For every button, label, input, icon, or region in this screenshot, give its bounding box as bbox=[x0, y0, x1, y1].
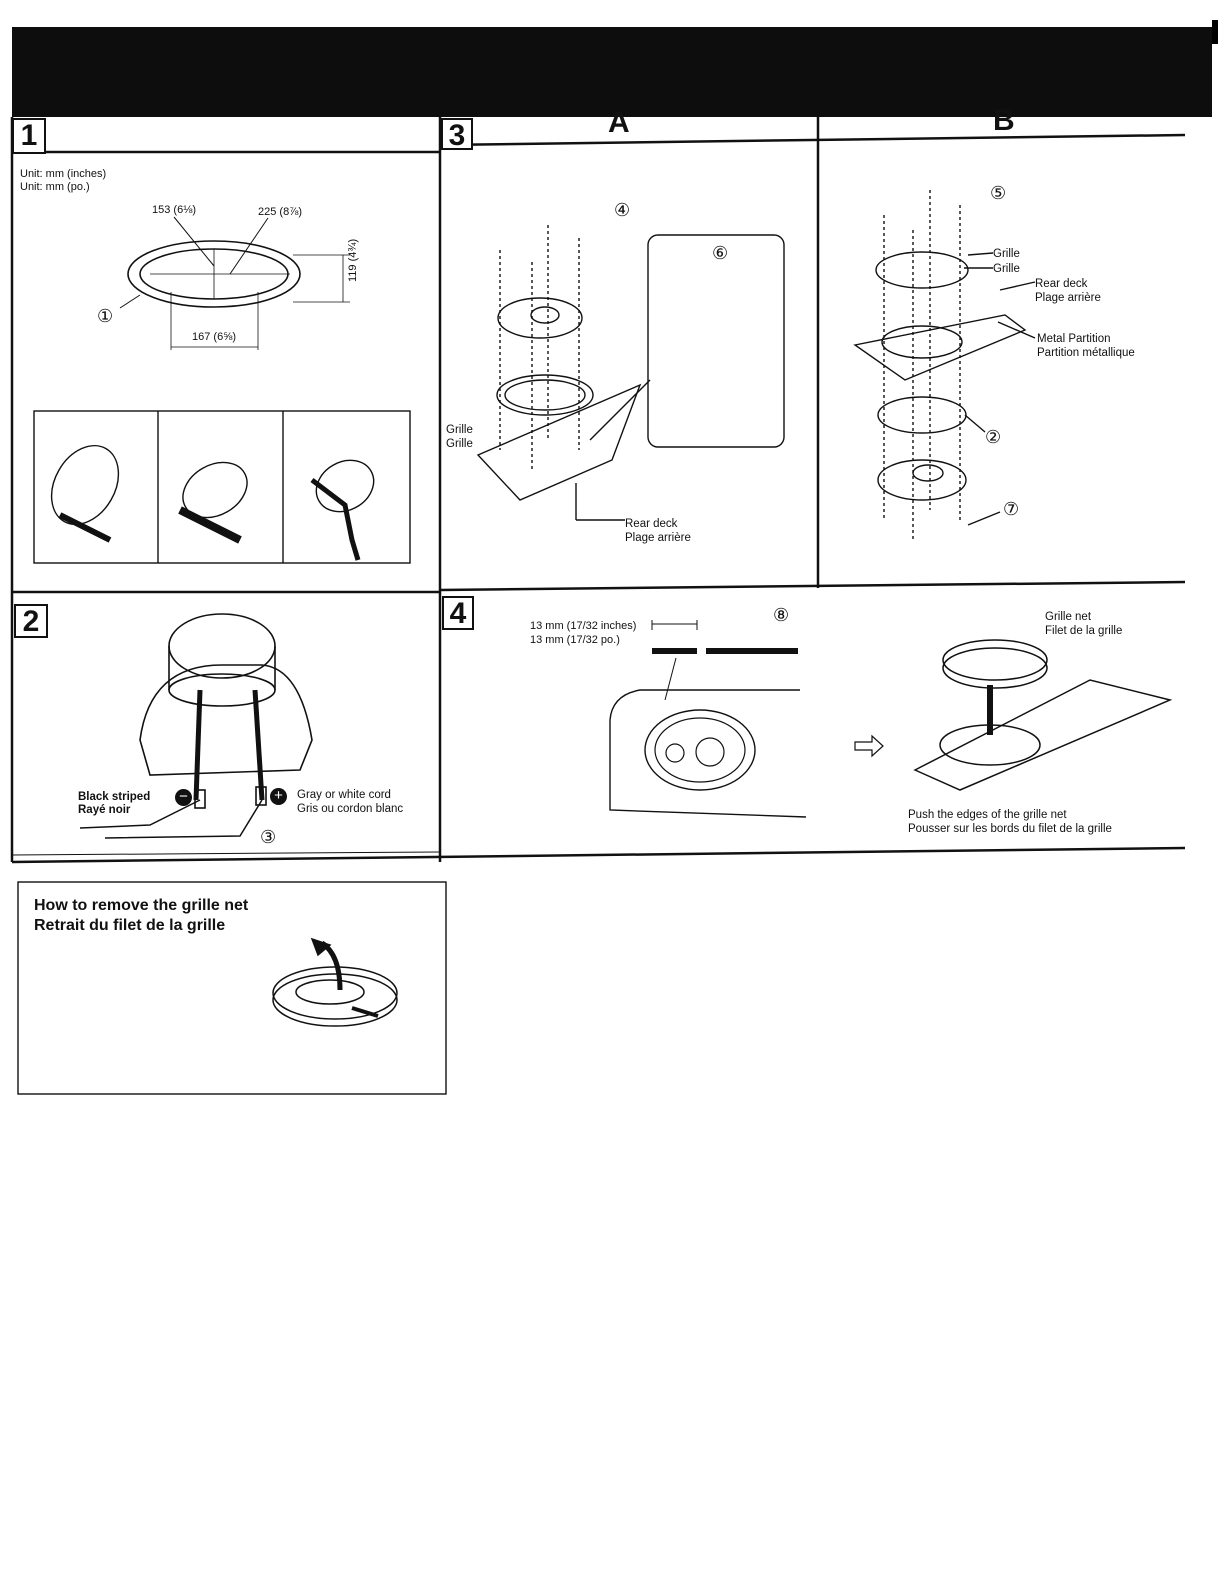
gray-cord-label-en: Gray or white cord bbox=[297, 789, 391, 801]
grille-label-b-fr: Grille bbox=[993, 263, 1020, 275]
callout-5: ⑤ bbox=[990, 183, 1007, 203]
section-1-number: 1 bbox=[12, 118, 46, 154]
callout-7: ⑦ bbox=[1003, 499, 1020, 519]
column-b-label: B bbox=[993, 104, 1015, 137]
grille-net-label-en: Grille net bbox=[1045, 611, 1092, 623]
black-striped-label-fr: Rayé noir bbox=[78, 804, 131, 816]
unit-label-en: Unit: mm (inches) bbox=[20, 168, 107, 180]
plus-terminal-icon: + bbox=[270, 788, 287, 805]
page-marker bbox=[1212, 20, 1218, 44]
rear-deck-label-b-fr: Plage arrière bbox=[1035, 292, 1101, 304]
grille-label-a-fr: Grille bbox=[446, 438, 473, 450]
mounting-steps bbox=[33, 410, 411, 564]
rear-deck-label-a-fr: Plage arrière bbox=[625, 532, 691, 544]
dimension-225: 225 (8⅞) bbox=[258, 206, 303, 218]
unit-label-fr: Unit: mm (po.) bbox=[20, 181, 90, 193]
rear-deck-label-b-en: Rear deck bbox=[1035, 278, 1088, 290]
rear-deck-label-a-en: Rear deck bbox=[625, 518, 678, 530]
grille-net-label-fr: Filet de la grille bbox=[1045, 625, 1123, 637]
metal-partition-label-en: Metal Partition bbox=[1037, 333, 1111, 345]
dimension-119: 119 (4¾) bbox=[347, 238, 359, 282]
callout-8: ⑧ bbox=[773, 605, 790, 625]
column-a-label: A bbox=[608, 106, 630, 139]
remove-box-frame bbox=[17, 881, 447, 1095]
install-a-drawing bbox=[476, 225, 785, 521]
dimension-153: 153 (6⅛) bbox=[152, 204, 197, 216]
install-b-drawing bbox=[853, 190, 1036, 540]
grille-label-a-en: Grille bbox=[446, 424, 473, 436]
dimension-167: 167 (6⅝) bbox=[192, 331, 237, 343]
panel-grid bbox=[10, 117, 1186, 864]
speaker-drawing bbox=[79, 613, 313, 839]
metal-partition-label-fr: Partition métallique bbox=[1037, 347, 1135, 359]
callout-6: ⑥ bbox=[712, 243, 729, 263]
section-2-number: 2 bbox=[14, 604, 48, 638]
minus-terminal-icon: − bbox=[175, 789, 192, 806]
callout-2: ② bbox=[985, 427, 1002, 447]
callout-1: ① bbox=[97, 306, 114, 326]
gray-cord-label-fr: Gris ou cordon blanc bbox=[297, 803, 404, 815]
remove-title-en: How to remove the grille net bbox=[34, 897, 249, 914]
grille-net-drawing bbox=[854, 639, 1173, 791]
callout-3: ③ bbox=[260, 827, 277, 847]
tape-dimension-fr: 13 mm (17/32 po.) bbox=[530, 634, 620, 646]
push-instruction-en: Push the edges of the grille net bbox=[908, 809, 1067, 821]
push-instruction-fr: Pousser sur les bords du filet de la gri… bbox=[908, 823, 1112, 835]
section-3-number: 3 bbox=[441, 118, 473, 152]
header-bar bbox=[12, 27, 1212, 117]
tape-dimension-en: 13 mm (17/32 inches) bbox=[530, 620, 637, 632]
callout-4: ④ bbox=[614, 200, 631, 220]
remove-title-fr: Retrait du filet de la grille bbox=[34, 917, 226, 934]
black-striped-label-en: Black striped bbox=[78, 791, 151, 803]
ring-diagram bbox=[119, 216, 350, 350]
remove-grille-drawing bbox=[272, 937, 398, 1027]
section-4-number: 4 bbox=[442, 596, 474, 630]
grille-label-b-en: Grille bbox=[993, 248, 1020, 260]
tape-drawing bbox=[609, 620, 807, 818]
